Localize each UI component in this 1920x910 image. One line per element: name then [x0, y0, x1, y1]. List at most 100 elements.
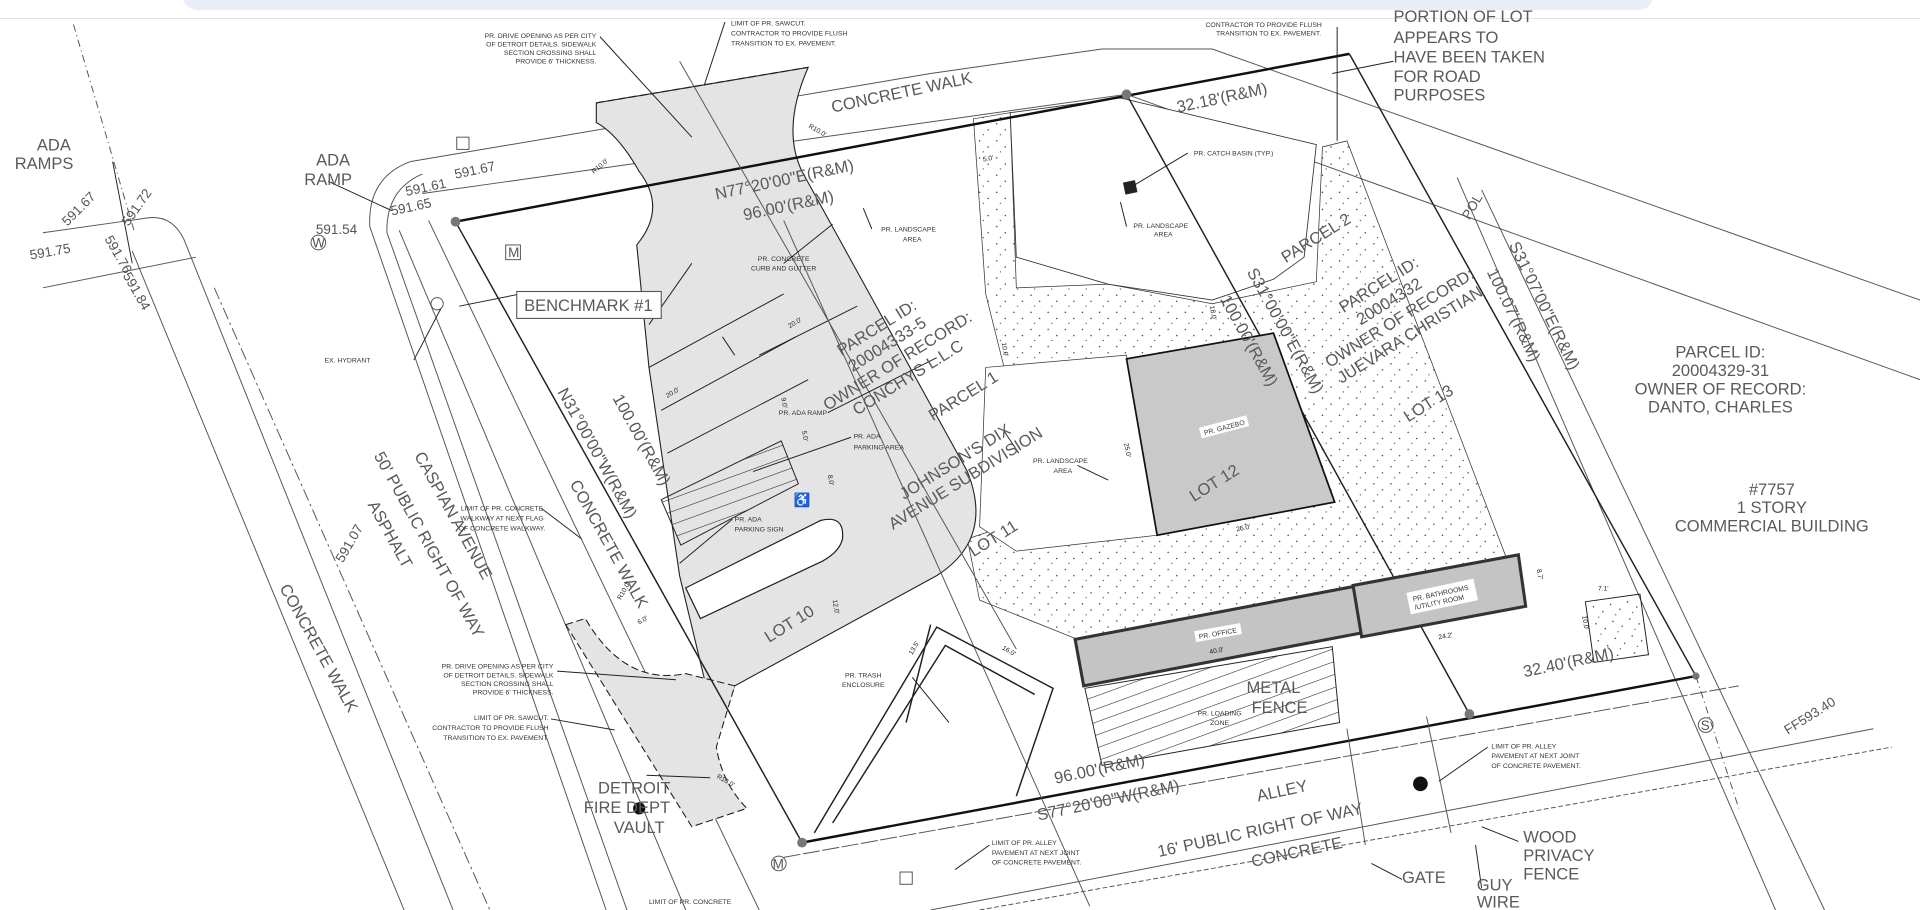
alley-label: ALLEY 16' PUBLIC RIGHT OF WAY CONCRETE	[1156, 776, 1365, 871]
svg-text:ADA: ADA	[37, 136, 71, 155]
svg-text:ADA: ADA	[316, 150, 350, 169]
alley-limit-note-west: LIMIT OF PR. ALLEY PAVEMENT AT NEXT JOIN…	[992, 840, 1082, 867]
svg-text:FENCE: FENCE	[1252, 698, 1308, 717]
svg-text:591.75: 591.75	[29, 241, 72, 263]
svg-text:DETROIT: DETROIT	[598, 779, 670, 798]
svg-text:CONTRACTOR TO PROVIDE FLUSH: CONTRACTOR TO PROVIDE FLUSH	[1205, 22, 1321, 29]
landscape-area-north	[1009, 97, 1317, 301]
svg-text:AREA: AREA	[1054, 468, 1073, 475]
portion-of-lot-note: PORTION OF LOT APPEARS TO HAVE BEEN TAKE…	[1393, 7, 1544, 104]
alley-marker-dot	[1413, 776, 1428, 792]
svg-text:WIRE: WIRE	[1477, 893, 1520, 910]
svg-text:LIMIT OF PR. SAWCUT.: LIMIT OF PR. SAWCUT.	[474, 715, 549, 722]
catch-basin-label: PR. CATCH BASIN (TYP.)	[1194, 151, 1274, 158]
svg-text:591.67: 591.67	[59, 189, 99, 229]
svg-text:9.0': 9.0'	[779, 397, 788, 409]
wood-fence-label: WOOD PRIVACY FENCE	[1523, 828, 1594, 884]
sewer-icon	[1697, 717, 1714, 733]
svg-text:VAULT: VAULT	[614, 818, 665, 837]
manhole-label: M	[773, 856, 784, 871]
svg-text:10.0': 10.0'	[1000, 342, 1009, 357]
svg-text:PR. TRASH: PR. TRASH	[845, 672, 881, 679]
guy-wire-label: GUY WIRE	[1477, 875, 1520, 910]
svg-text:25.0': 25.0'	[1122, 442, 1131, 457]
svg-text:PARKING SIGN: PARKING SIGN	[735, 527, 784, 534]
svg-text:PARKING AREA: PARKING AREA	[853, 444, 904, 451]
svg-text:OF CONCRETE PAVEMENT.: OF CONCRETE PAVEMENT.	[992, 860, 1082, 867]
manhole-box-icon	[505, 244, 521, 261]
svg-text:AREA: AREA	[1154, 231, 1173, 238]
browser-address-bar[interactable]	[183, 0, 1653, 10]
svg-text:OF DETROIT DETAILS. SIDEWALK: OF DETROIT DETAILS. SIDEWALK	[443, 672, 554, 679]
svg-text:LIMIT OF PR. SAWCUT.: LIMIT OF PR. SAWCUT.	[731, 21, 806, 28]
hydrant-label: EX. HYDRANT	[324, 358, 371, 365]
svg-text:24.2': 24.2'	[1438, 632, 1453, 641]
svg-text:591.65: 591.65	[389, 195, 432, 218]
svg-text:PRIVACY: PRIVACY	[1523, 846, 1594, 865]
svg-text:TRANSITION TO EX. PAVEMENT.: TRANSITION TO EX. PAVEMENT.	[1216, 31, 1321, 38]
svg-text:FIRE DEPT: FIRE DEPT	[584, 798, 670, 817]
grate-icon	[456, 136, 470, 150]
ada-symbol-icon: ♿	[793, 492, 810, 508]
svg-text:1 STORY: 1 STORY	[1737, 498, 1807, 517]
gazebo-footprint	[1125, 332, 1336, 537]
loading-zone-hatch	[1084, 646, 1341, 767]
svg-text:PR. CONCRETE: PR. CONCRETE	[758, 256, 810, 263]
svg-text:591.07: 591.07	[332, 522, 366, 565]
svg-text:PR. LANDSCAPE: PR. LANDSCAPE	[1033, 458, 1088, 465]
manhole-icon	[770, 855, 787, 872]
svg-text:OF DETROIT DETAILS. SIDEWALK: OF DETROIT DETAILS. SIDEWALK	[486, 42, 597, 49]
note-sawcut-west: LIMIT OF PR. SAWCUT. CONTRACTOR TO PROVI…	[432, 715, 548, 742]
concrete-walk-far-label: CONCRETE WALK	[276, 581, 362, 716]
svg-text:GUY: GUY	[1477, 875, 1513, 894]
ada-ramps-label: ADA RAMPS	[15, 136, 74, 173]
south-distance-2-label: 32.40'(R&M)	[1521, 643, 1615, 681]
elevation-labels: 591.67 591.61 591.65 591.54 591.75 591.6…	[29, 159, 497, 565]
toolbar-divider	[0, 18, 1920, 19]
svg-text:40.0': 40.0'	[1209, 647, 1224, 656]
landscape-area-white	[979, 354, 1158, 552]
svg-text:PARCEL ID:: PARCEL ID:	[1675, 343, 1765, 362]
svg-text:8.0': 8.0'	[826, 474, 835, 486]
ada-parking-hatch	[660, 440, 799, 546]
svg-text:RAMPS: RAMPS	[15, 154, 74, 173]
hydrant-icon	[430, 297, 444, 311]
svg-text:R10.0': R10.0'	[591, 158, 610, 176]
leader-lines	[112, 21, 1519, 889]
svg-text:PR. LANDSCAPE: PR. LANDSCAPE	[1133, 223, 1188, 230]
svg-text:PR. LOADING: PR. LOADING	[1198, 710, 1242, 717]
svg-text:8.7': 8.7'	[1535, 569, 1544, 581]
svg-text:CURB AND GUTTER: CURB AND GUTTER	[751, 266, 816, 273]
benchmark-label: BENCHMARK #1	[524, 296, 652, 315]
svg-text:PR. DRIVE OPENING AS PER CITY: PR. DRIVE OPENING AS PER CITY	[485, 33, 597, 40]
ada-ramp-label: ADA RAMP	[304, 150, 352, 189]
curb-gutter-label: PR. CONCRETE CURB AND GUTTER	[751, 256, 816, 273]
svg-text:PROVIDE 6' THICKNESS.: PROVIDE 6' THICKNESS.	[473, 689, 554, 696]
svg-text:CONTRACTOR TO PROVIDE FLUSH: CONTRACTOR TO PROVIDE FLUSH	[731, 31, 847, 38]
pol-label: POL	[1459, 191, 1486, 222]
svg-text:WOOD: WOOD	[1523, 828, 1576, 847]
svg-text:PORTION OF LOT: PORTION OF LOT	[1393, 7, 1532, 26]
svg-text:5.0': 5.0'	[982, 155, 994, 164]
svg-text:5.0': 5.0'	[800, 430, 809, 442]
building-7757-label: #7757 1 STORY COMMERCIAL BUILDING	[1675, 480, 1869, 536]
svg-text:OF CONCRETE PAVEMENT.: OF CONCRETE PAVEMENT.	[1491, 763, 1581, 770]
note-drive-opening-west: PR. DRIVE OPENING AS PER CITY OF DETROIT…	[442, 664, 554, 697]
svg-text:FOR ROAD: FOR ROAD	[1393, 67, 1480, 86]
svg-text:APPEARS TO: APPEARS TO	[1393, 28, 1498, 47]
svg-text:25.0': 25.0'	[1236, 524, 1251, 534]
svg-text:COMMERCIAL BUILDING: COMMERCIAL BUILDING	[1675, 517, 1869, 536]
water-valve-icon	[310, 234, 327, 251]
catch-basin-icon	[1122, 180, 1138, 195]
svg-text:PROVIDE 6' THICKNESS.: PROVIDE 6' THICKNESS.	[516, 59, 597, 66]
svg-text:20004329-31: 20004329-31	[1672, 361, 1769, 380]
sawcut-limit-north	[596, 66, 809, 104]
svg-text:18.0': 18.0'	[1208, 305, 1217, 320]
svg-text:12.0': 12.0'	[831, 599, 840, 614]
vault-marker-dot	[633, 802, 646, 815]
svg-text:R10.0': R10.0'	[807, 123, 827, 139]
